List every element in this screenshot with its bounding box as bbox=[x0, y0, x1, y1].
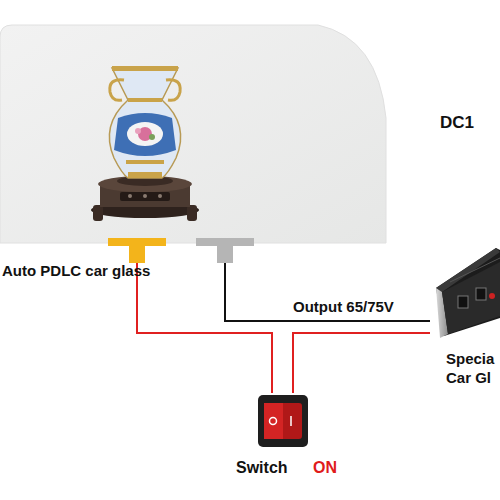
switch-title: Switch bbox=[236, 458, 288, 478]
inverter-illustration bbox=[436, 248, 500, 338]
inverter-title: Specia Car Gl bbox=[446, 350, 500, 388]
rocker-switch-symbol bbox=[258, 395, 308, 447]
glass-title: Auto PDLC car glass bbox=[2, 262, 150, 281]
wire-connector bbox=[225, 243, 430, 321]
wire-connector bbox=[293, 333, 430, 393]
vase-illustration bbox=[91, 66, 199, 221]
inverter-node: Specia Car Gl bbox=[430, 240, 500, 340]
electrode-tab bbox=[129, 246, 145, 263]
electrode-tab bbox=[196, 238, 254, 246]
pdlc-glass-node: Auto PDLC car glass bbox=[0, 22, 390, 243]
wire-label: Output 65/75V bbox=[293, 298, 394, 317]
switch-state: ON bbox=[313, 458, 337, 478]
switch-node: SwitchON bbox=[255, 393, 311, 448]
electrode-tab bbox=[108, 238, 166, 246]
glass-panel-shape bbox=[0, 25, 386, 243]
supply-label: DC1 bbox=[440, 112, 474, 133]
electrode-tab bbox=[217, 246, 233, 263]
wire-connector bbox=[137, 243, 272, 393]
